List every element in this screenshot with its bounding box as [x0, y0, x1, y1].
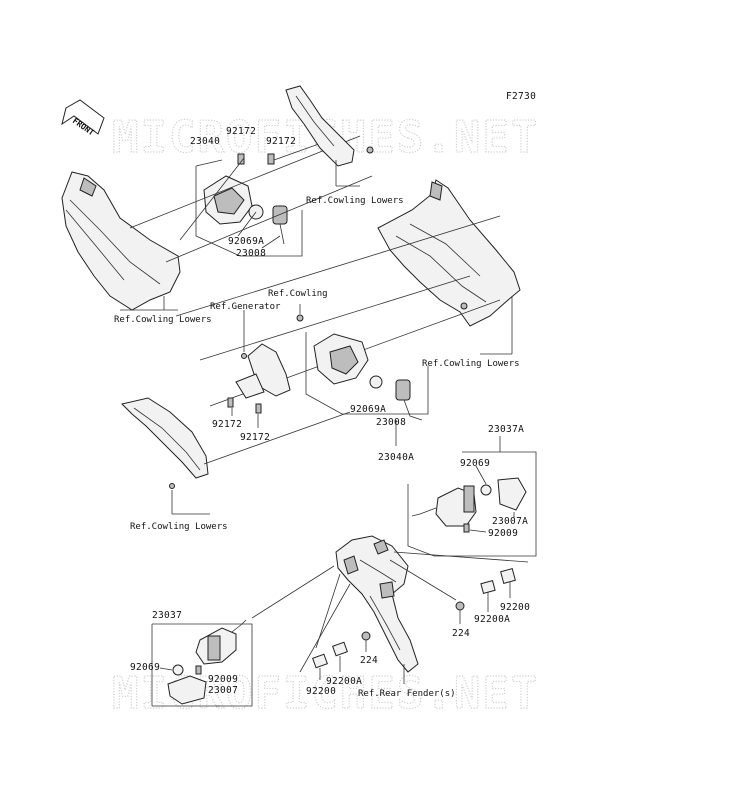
ref-cowling: Ref.Cowling	[268, 289, 328, 299]
callout-23008-a: 23008	[236, 248, 266, 259]
callout-92200A-b: 92200A	[326, 676, 362, 687]
nut-224-right	[455, 601, 465, 611]
ref-cowling-lowers-top: Ref.Cowling Lowers	[306, 196, 404, 206]
socket-23008-middle	[395, 379, 411, 401]
screw-92172-middle-a	[227, 397, 234, 408]
lens-23007	[167, 675, 207, 705]
callout-224-b: 224	[360, 655, 378, 666]
screw-92172-middle-b	[255, 403, 262, 414]
ref-cowling-lowers-left: Ref.Cowling Lowers	[114, 315, 212, 325]
callout-92069A-a: 92069A	[228, 236, 264, 247]
callout-23040: 23040	[190, 136, 220, 147]
callout-23037A: 23037A	[488, 424, 524, 435]
plate-92200-right	[500, 568, 516, 584]
callout-23008-b: 23008	[376, 417, 406, 428]
right-cowling-panel	[377, 179, 521, 327]
rear-fender-bracket	[335, 535, 419, 673]
lower-left-cowling-piece	[121, 397, 209, 479]
callout-92200-a: 92200	[500, 602, 530, 613]
cowling-bracket	[79, 177, 97, 197]
callout-92069-a: 92069	[460, 458, 490, 469]
ref-generator: Ref.Generator	[210, 302, 281, 312]
callout-92069A-b: 92069A	[350, 404, 386, 415]
ref-rear-fender: Ref.Rear Fender(s)	[358, 689, 456, 699]
callout-92172-b: 92172	[266, 136, 296, 147]
callout-92172-a: 92172	[226, 126, 256, 137]
bulb-92069-right	[480, 484, 492, 496]
plate-92200A-right	[480, 580, 496, 594]
plate-92200-left	[312, 653, 328, 669]
callout-23040A: 23040A	[378, 452, 414, 463]
bulb-92069-left	[172, 664, 184, 676]
callout-92172-d: 92172	[240, 432, 270, 443]
callout-92009-a: 92009	[488, 528, 518, 539]
callout-92009-b: 92009	[208, 674, 238, 685]
socket-23008-upper	[272, 205, 288, 225]
screw-92009-right	[463, 523, 470, 533]
plate-92200A-left	[332, 641, 348, 657]
callout-23037: 23037	[152, 610, 182, 621]
callout-23007A: 23007A	[492, 516, 528, 527]
callout-224-a: 224	[452, 628, 470, 639]
lens-23007A	[497, 477, 527, 511]
callout-23007: 23007	[208, 685, 238, 696]
callout-92200-b: 92200	[306, 686, 336, 697]
screw-92172-upper-a	[237, 153, 245, 165]
screw-92172-upper-b	[267, 153, 275, 165]
bulb-92069A-middle	[369, 375, 383, 389]
ref-cowling-lowers-right: Ref.Cowling Lowers	[422, 359, 520, 369]
left-cowling-panel	[61, 171, 181, 311]
callout-92172-c: 92172	[212, 419, 242, 430]
screw-92009-left	[195, 665, 202, 675]
callout-92069-b: 92069	[130, 662, 160, 673]
figure-id: F2730	[506, 91, 536, 102]
nut-224-left	[361, 631, 371, 641]
front-arrow-icon: FRONT	[61, 99, 105, 138]
callout-92200A-a: 92200A	[474, 614, 510, 625]
ref-cowling-lowers-bottom: Ref.Cowling Lowers	[130, 522, 228, 532]
ref-cowling-mount	[296, 314, 304, 322]
